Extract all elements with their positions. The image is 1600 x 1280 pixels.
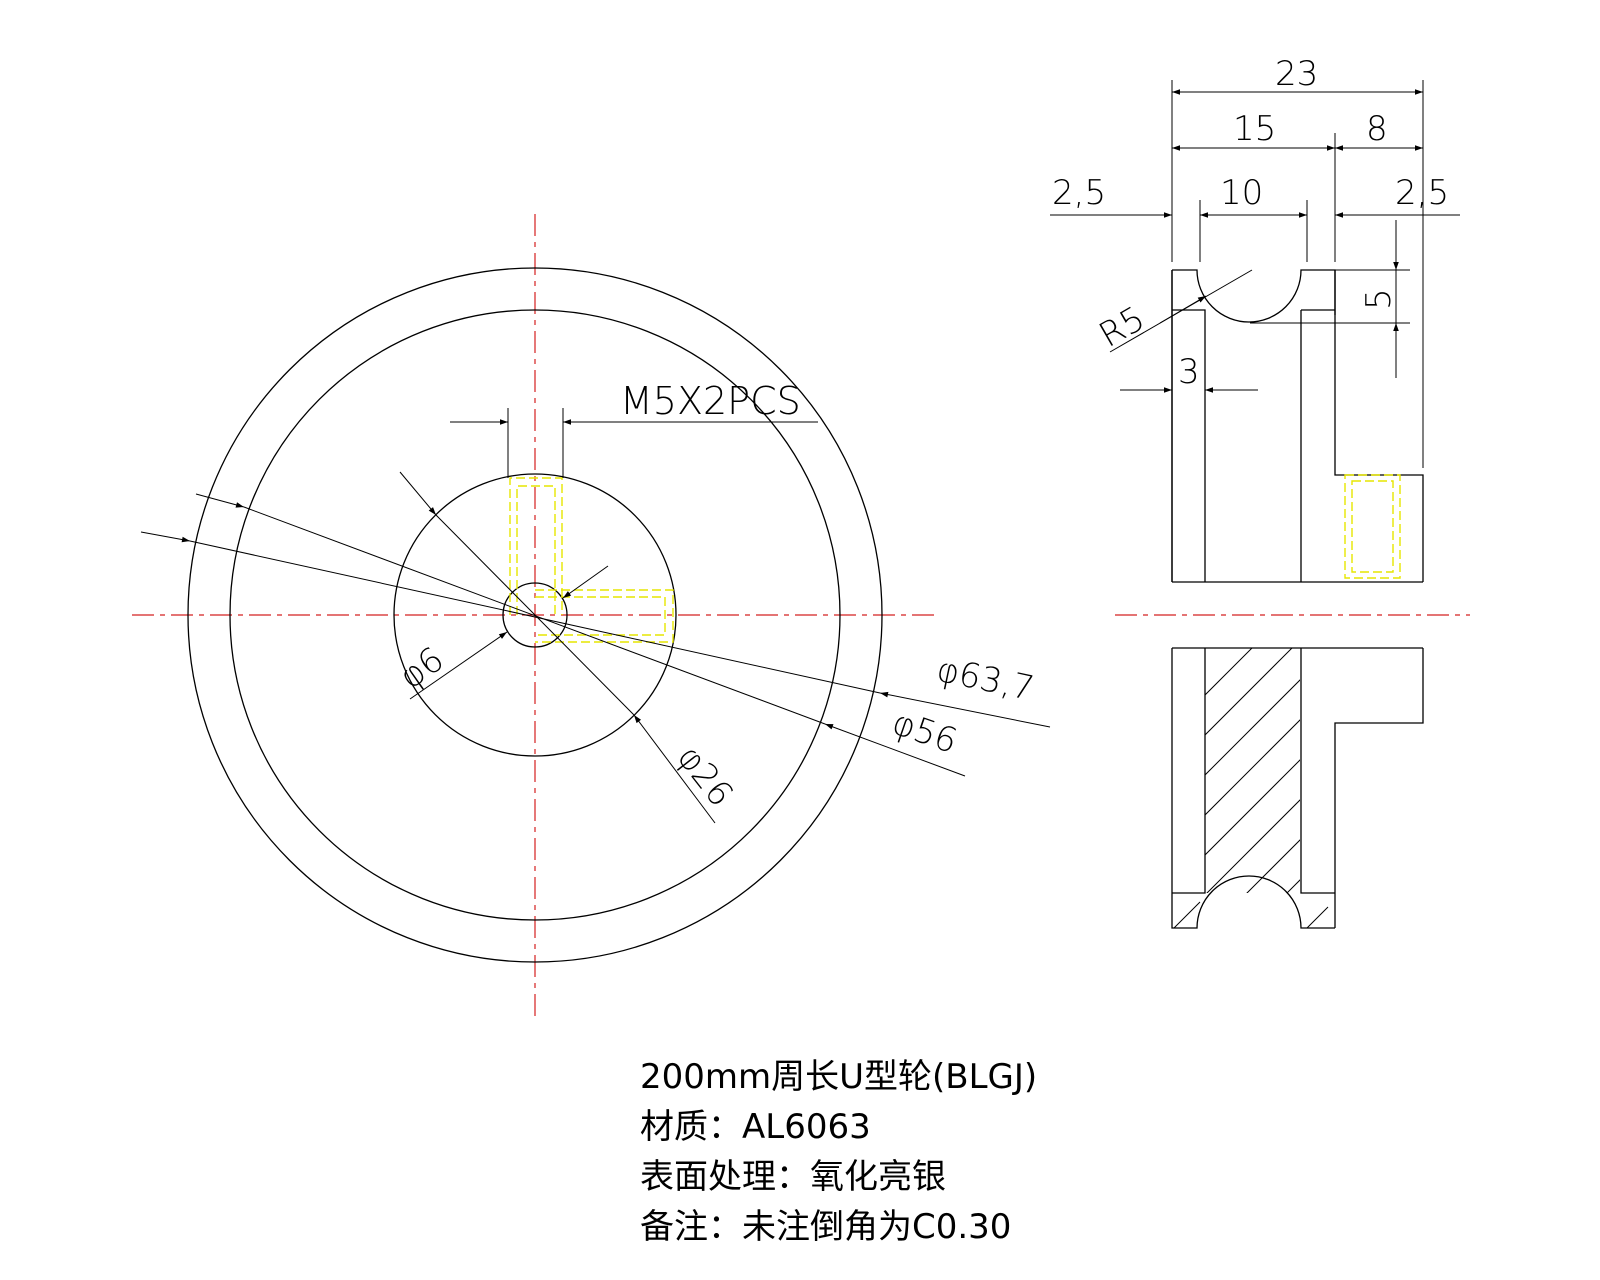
surface-treatment-note: 表面处理：氧化亮银 (640, 1157, 946, 1197)
dim-groove-row: 2,5 10 2,5 (1050, 173, 1460, 262)
groove-width-label: 10 (1220, 173, 1263, 213)
material-note: 材质：AL6063 (640, 1107, 871, 1147)
outer-circle (187, 267, 883, 963)
outer-dimension: φ63,7 (140, 531, 1051, 728)
side-outline (1171, 269, 1424, 929)
remark-note: 备注：未注倒角为C0.30 (640, 1207, 1012, 1247)
threaded-holes-hidden (509, 477, 674, 643)
hub-circle (393, 473, 677, 757)
groove-diameter-label: φ56 (887, 703, 962, 762)
notes-block: 200mm周长U型轮(BLGJ) 材质：AL6063 表面处理：氧化亮银 备注：… (640, 1052, 1037, 1252)
groove-section-label: 15 (1233, 109, 1276, 149)
bore-circle (502, 582, 568, 648)
side-threaded-hole-hidden (1344, 474, 1401, 579)
front-view: M5X2PCS φ6 φ26 φ56 φ63,7 (132, 214, 1051, 1018)
section-hatching (1205, 648, 1300, 893)
hub-width-label: 8 (1366, 109, 1388, 149)
flange-right-label: 2,5 (1395, 173, 1449, 213)
outer-diameter-label: φ63,7 (933, 650, 1037, 710)
side-view: 23 15 8 2,5 10 2,5 (1050, 54, 1470, 929)
bore-diameter-label: φ6 (392, 639, 451, 697)
dim-web-thickness: 3 (1120, 352, 1258, 393)
bore-dimension: φ6 (392, 565, 609, 700)
part-title: 200mm周长U型轮(BLGJ) (640, 1057, 1038, 1097)
flange-left-label: 2,5 (1052, 173, 1106, 213)
hub-diameter-label: φ26 (669, 738, 741, 814)
thread-label: M5X2PCS (620, 379, 801, 423)
groove-depth-label: 5 (1359, 288, 1399, 310)
web-thickness-label: 3 (1178, 352, 1200, 392)
groove-radius-label: R5 (1093, 299, 1152, 356)
dim-total-width: 23 (1171, 54, 1424, 468)
hub-dimension: φ26 (399, 471, 741, 824)
dim-groove-depth: 5 (1250, 220, 1410, 378)
total-width-label: 23 (1275, 54, 1318, 94)
thread-callout: M5X2PCS (450, 379, 818, 478)
groove-circle (229, 309, 841, 921)
dim-groove-section: 15 8 (1172, 109, 1423, 262)
